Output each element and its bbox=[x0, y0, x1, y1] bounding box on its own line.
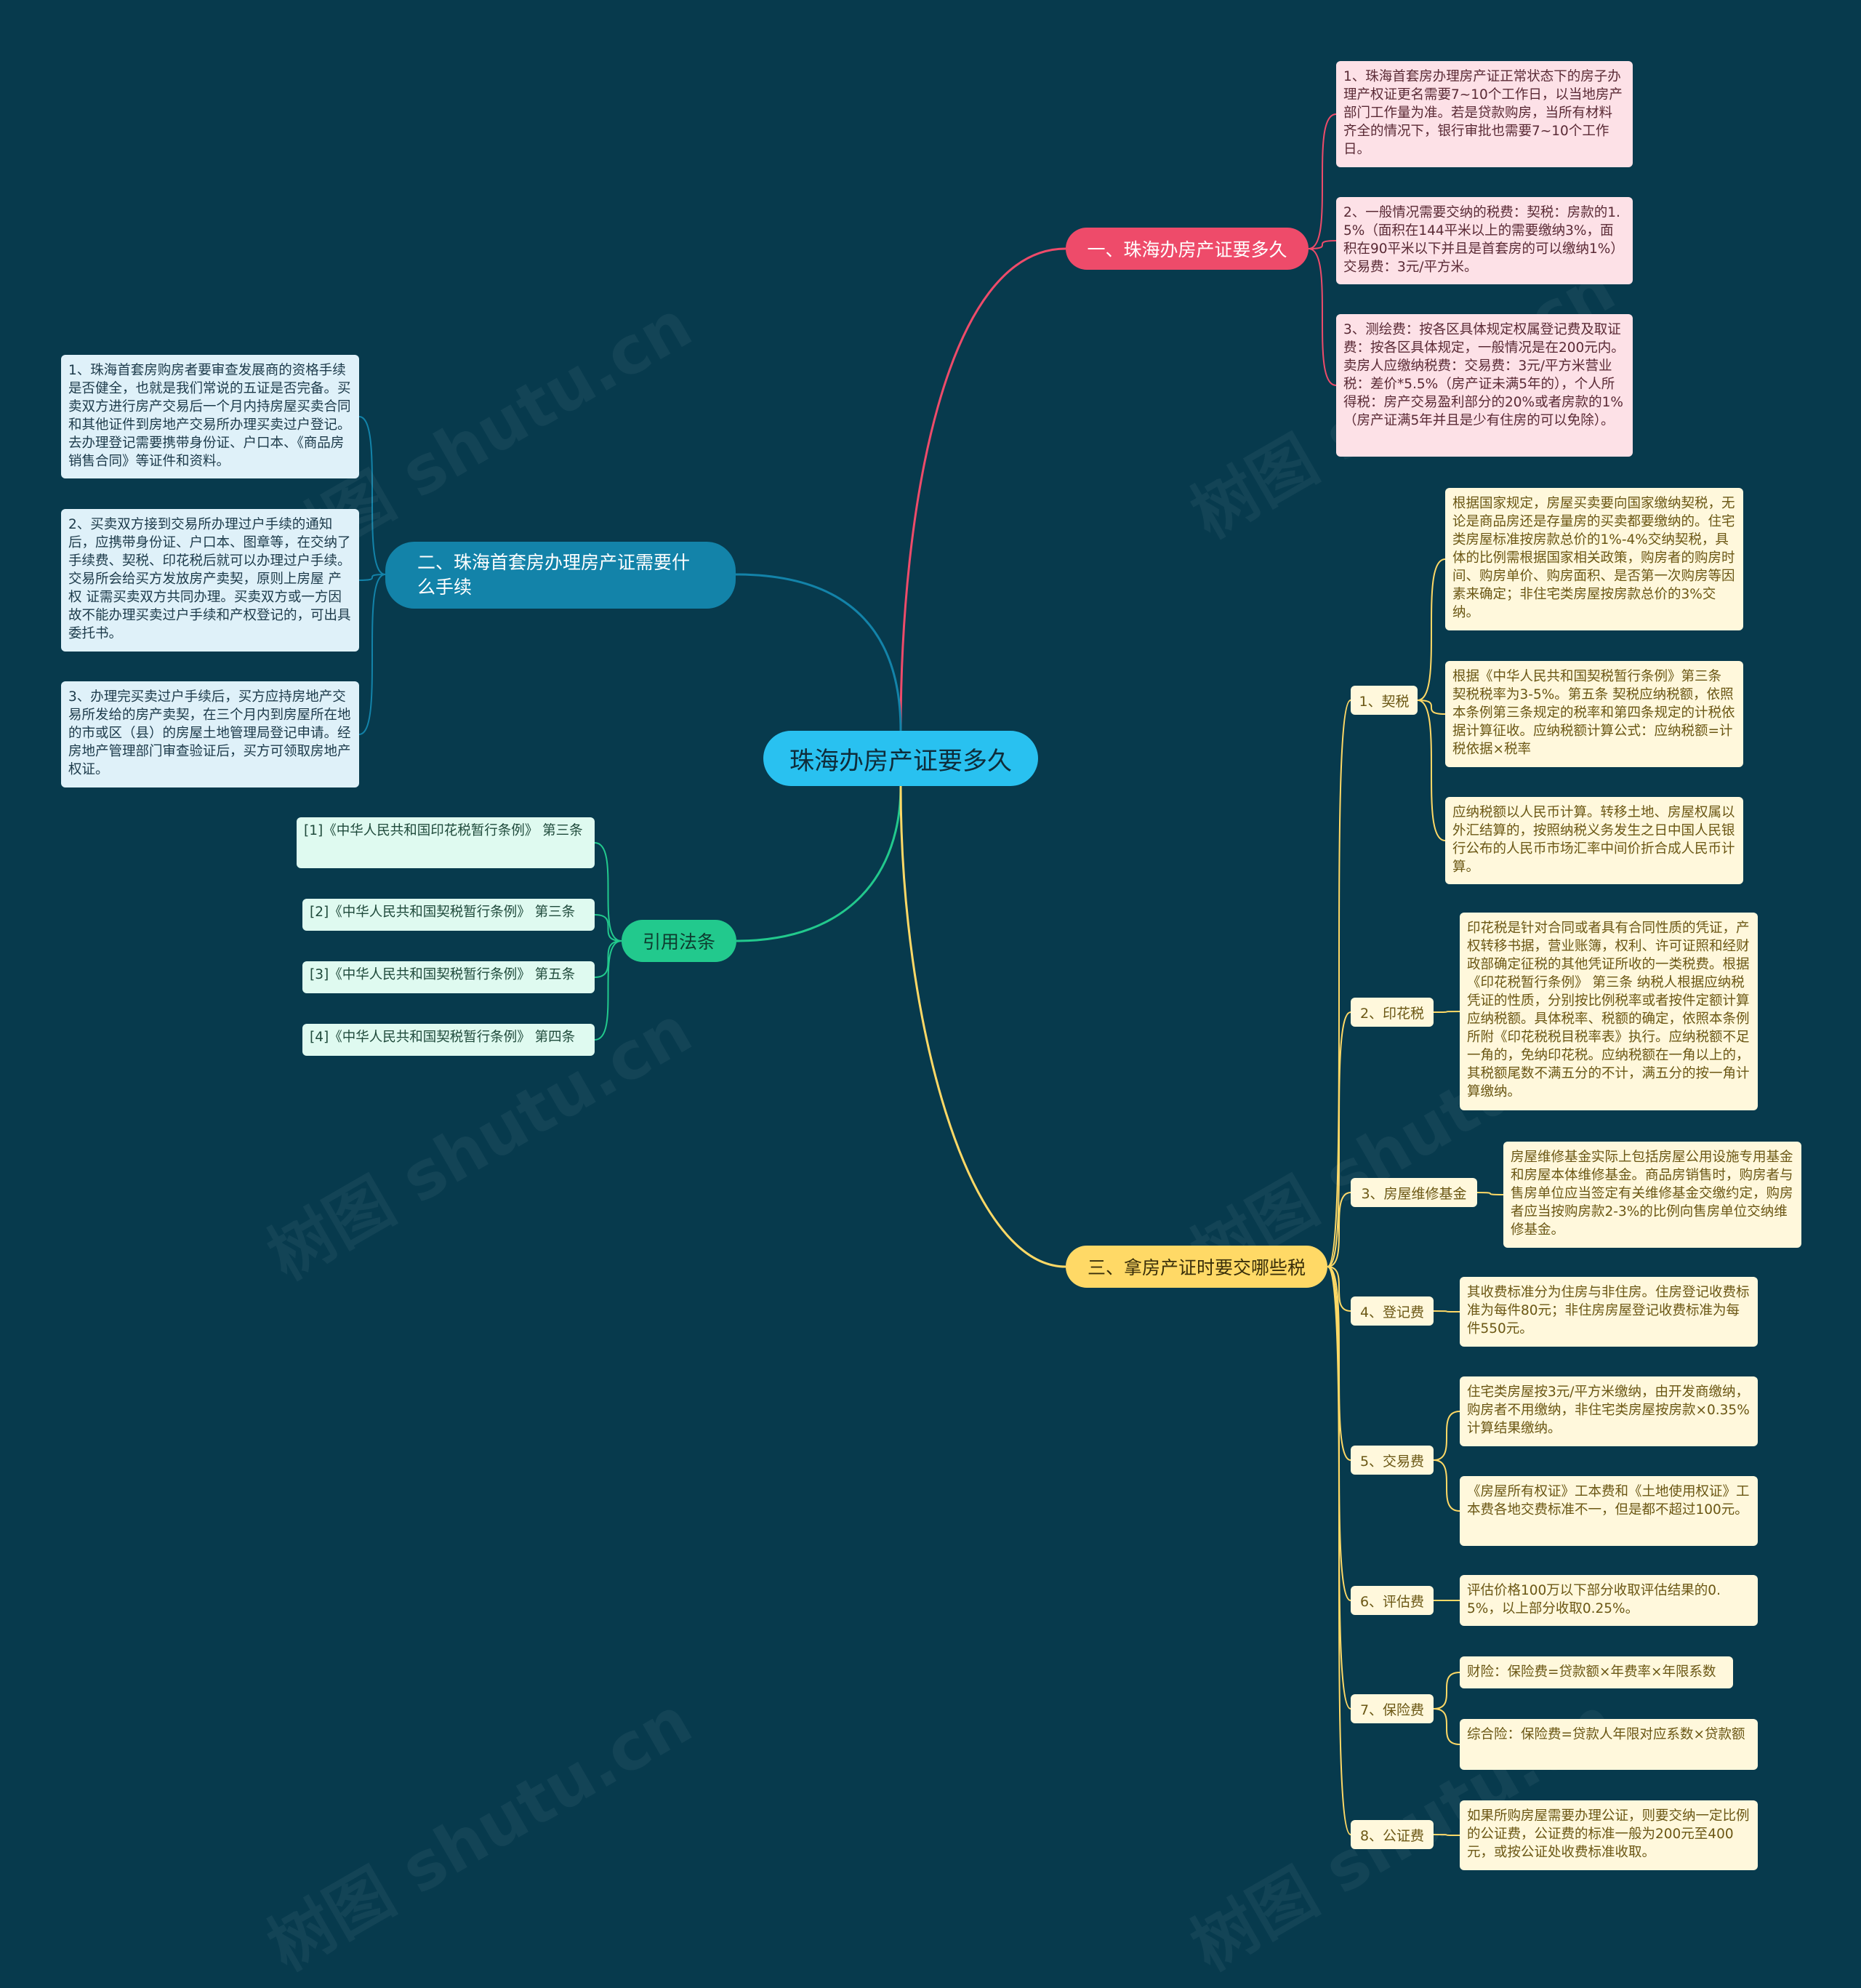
connector-lines bbox=[358, 113, 1504, 1836]
connector-root-branch4 bbox=[899, 785, 1066, 1268]
sub-maintenance-fund[interactable]: 3、房屋维修基金 bbox=[1351, 1178, 1477, 1207]
connector-b1-leaf-3 bbox=[1308, 248, 1337, 386]
leaf-stamp-duty-1: 印花税是针对合同或者具有合同性质的凭证，产权转移书据，营业账簿，权利、许可证照和… bbox=[1460, 913, 1758, 1110]
leaf-procedure-1: 1、珠海首套房购房者要审查发展商的资格手续是否健全，也就是我们常说的五证是否完备… bbox=[61, 355, 359, 478]
connector-sub5-leaf-1 bbox=[1433, 1411, 1460, 1461]
leaf-procedure-3: 3、办理完买卖过户手续后，买方应持房地产交易所发给的房产卖契，在三个月内到房屋所… bbox=[61, 681, 359, 787]
sub-stamp-duty[interactable]: 2、印花税 bbox=[1351, 998, 1434, 1027]
leaf-insurance-fee-2: 综合险：保险费=贷款人年限对应系数×贷款额 bbox=[1460, 1719, 1758, 1770]
connector-b2-leaf-3 bbox=[358, 574, 386, 735]
leaf-deed-tax-1: 根据国家规定，房屋买卖要向国家缴纳契税，无论是商品房还是存量房的买卖都要缴纳的。… bbox=[1445, 488, 1743, 630]
connector-root-branch1 bbox=[899, 247, 1066, 732]
connector-sub1-leaf-3 bbox=[1417, 700, 1446, 841]
mind-map-canvas: 树图 shutu.cn 树图 shutu.cn 树图 shutu.cn 树图 s… bbox=[61, 61, 1801, 1986]
connector-b3-leaf-4 bbox=[594, 940, 622, 1041]
branch-taxes[interactable]: 三、拿房产证时要交哪些税 bbox=[1066, 1246, 1327, 1288]
leaf-deed-tax-3: 应纳税额以人民币计算。转移土地、房屋权属以外汇结算的，按照纳税义务发生之日中国人… bbox=[1445, 797, 1743, 884]
connector-sub1-leaf-1 bbox=[1417, 558, 1446, 701]
leaf-registration-fee-1: 其收费标准分为住房与非住房。住房登记收费标准为每件80元；非住房房屋登记收费标准… bbox=[1460, 1277, 1758, 1347]
connector-b4-sub-1 bbox=[1327, 700, 1351, 1267]
branch-legal-references[interactable]: 引用法条 bbox=[622, 920, 736, 962]
leaf-procedure-2: 2、买卖双方接到交易所办理过户手续的通知后，应携带身份证、户口本、图章等，在交纳… bbox=[61, 509, 359, 652]
connector-b4-sub-4 bbox=[1327, 1266, 1351, 1312]
connector-b4-sub-8 bbox=[1327, 1266, 1351, 1835]
leaf-deed-tax-2: 根据《中华人民共和国契税暂行条例》第三条 契税税率为3-5%。第五条 契税应纳税… bbox=[1445, 661, 1743, 767]
sub-insurance-fee[interactable]: 7、保险费 bbox=[1351, 1694, 1434, 1723]
leaf-how-long-3: 3、测绘费：按各区具体规定权属登记费及取证费：按各区具体规定，一般情况是在200… bbox=[1336, 314, 1633, 457]
connector-root-branch2 bbox=[735, 573, 902, 732]
sub-registration-fee[interactable]: 4、登记费 bbox=[1351, 1296, 1434, 1326]
connector-sub1-leaf-2 bbox=[1417, 700, 1446, 715]
connector-b4-sub-3 bbox=[1327, 1192, 1351, 1267]
connector-b2-leaf-1 bbox=[358, 416, 386, 575]
leaf-how-long-1: 1、珠海首套房办理房产证正常状态下的房子办理产权证更名需要7~10个工作日，以当… bbox=[1336, 61, 1633, 167]
branch-how-long[interactable]: 一、珠海办房产证要多久 bbox=[1066, 228, 1309, 270]
sub-appraisal-fee[interactable]: 6、评估费 bbox=[1351, 1586, 1434, 1615]
connector-b3-leaf-3 bbox=[594, 940, 622, 978]
connector-b2-leaf-2 bbox=[358, 574, 386, 581]
root-topic[interactable]: 珠海办房产证要多久 bbox=[763, 731, 1038, 786]
connector-b3-leaf-1 bbox=[594, 842, 622, 942]
connector-root-branch3 bbox=[736, 785, 902, 942]
leaf-maintenance-fund-1: 房屋维修基金实际上包括房屋公用设施专用基金和房屋本体维修基金。商品房销售时，购房… bbox=[1503, 1142, 1801, 1248]
sub-notary-fee[interactable]: 8、公证费 bbox=[1351, 1820, 1434, 1849]
connector-b3-leaf-2 bbox=[594, 914, 622, 942]
connector-sub2-leaf-1 bbox=[1433, 1011, 1460, 1013]
leaf-notary-fee-1: 如果所购房屋需要办理公证，则要交纳一定比例的公证费，公证费的标准一般为200元至… bbox=[1460, 1800, 1758, 1870]
connector-b1-leaf-2 bbox=[1308, 240, 1337, 249]
leaf-transaction-fee-2: 《房屋所有权证》工本费和《土地使用权证》工本费各地交费标准不一，但是都不超过10… bbox=[1460, 1476, 1758, 1546]
connector-b1-leaf-1 bbox=[1308, 113, 1337, 249]
connector-sub4-leaf-1 bbox=[1433, 1310, 1460, 1312]
leaf-reference-4: [4]《中华人民共和国契税暂行条例》 第四条 bbox=[302, 1024, 595, 1056]
connector-sub3-leaf-1 bbox=[1476, 1192, 1504, 1195]
connector-sub7-leaf-1 bbox=[1433, 1672, 1460, 1710]
leaf-reference-2: [2]《中华人民共和国契税暂行条例》 第三条 bbox=[302, 899, 595, 931]
leaf-insurance-fee-1: 财险：保险费=贷款额×年费率×年限系数 bbox=[1460, 1656, 1733, 1688]
leaf-reference-3: [3]《中华人民共和国契税暂行条例》 第五条 bbox=[302, 961, 595, 993]
connector-sub7-leaf-2 bbox=[1433, 1708, 1460, 1745]
leaf-reference-1: [1]《中华人民共和国印花税暂行条例》 第三条 bbox=[297, 817, 595, 868]
sub-deed-tax[interactable]: 1、契税 bbox=[1351, 686, 1418, 715]
connector-sub5-leaf-2 bbox=[1433, 1459, 1460, 1512]
connector-b4-sub-2 bbox=[1327, 1011, 1351, 1267]
leaf-how-long-2: 2、一般情况需要交纳的税费：契税：房款的1.5%（面积在144平米以上的需要缴纳… bbox=[1336, 197, 1633, 284]
sub-transaction-fee[interactable]: 5、交易费 bbox=[1351, 1446, 1434, 1475]
leaf-transaction-fee-1: 住宅类房屋按3元/平方米缴纳，由开发商缴纳，购房者不用缴纳，非住宅类房屋按房款×… bbox=[1460, 1376, 1758, 1446]
leaf-appraisal-fee-1: 评估价格100万以下部分收取评估结果的0.5%，以上部分收取0.25%。 bbox=[1460, 1575, 1758, 1626]
branch-procedures[interactable]: 二、珠海首套房办理房产证需要什么手续 bbox=[385, 542, 736, 609]
